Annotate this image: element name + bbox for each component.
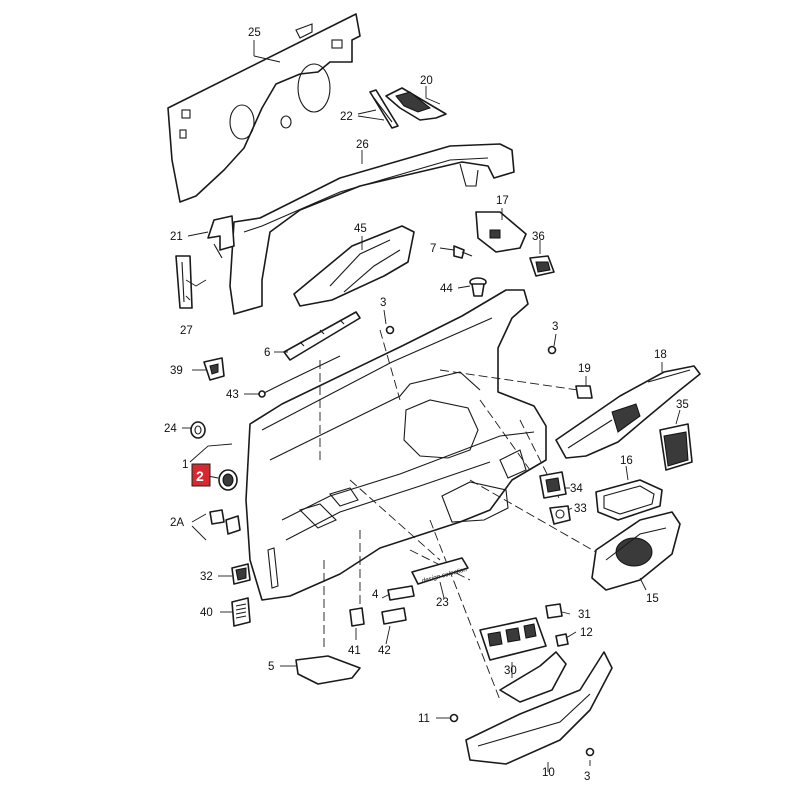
callout-2A: 2A xyxy=(170,517,184,529)
part-5-pocket-cover xyxy=(295,655,361,685)
highlight-box xyxy=(191,463,211,487)
callout-11: 11 xyxy=(418,713,430,725)
part-31-switch xyxy=(545,603,563,619)
callout-26: 26 xyxy=(356,139,369,151)
callout-5: 5 xyxy=(268,661,274,673)
part-26-window-frame-trim xyxy=(229,143,515,315)
part-15-speaker-grille xyxy=(591,511,681,591)
screw-parts xyxy=(385,325,595,757)
callout-23: 23 xyxy=(436,597,449,609)
part-19-clip xyxy=(575,385,593,399)
callout-40: 40 xyxy=(200,607,213,619)
callout-10: 10 xyxy=(542,767,555,779)
callout-17: 17 xyxy=(496,195,509,207)
part-17-mirror-base xyxy=(475,211,527,253)
part-24-grommet xyxy=(190,421,206,439)
part-21-pillar-cover xyxy=(207,215,235,259)
callout-33: 33 xyxy=(574,503,587,515)
callout-34: 34 xyxy=(570,483,583,495)
part-20-mirror-cover xyxy=(385,87,447,121)
part-7-screw xyxy=(453,245,473,259)
part-27-pillar-strip xyxy=(175,255,193,309)
callout-labels: 25 20 22 26 17 7 36 21 45 44 3 27 3 6 18… xyxy=(164,27,689,783)
leader-lines xyxy=(182,40,681,772)
callout-43: 43 xyxy=(226,389,239,401)
callout-3b: 3 xyxy=(552,321,558,333)
callout-20: 20 xyxy=(420,75,433,87)
callout-1: 1 xyxy=(182,459,188,471)
callout-25: 25 xyxy=(248,27,261,39)
callout-30: 30 xyxy=(504,665,517,677)
part-39-bracket xyxy=(203,357,225,381)
part-4-clip xyxy=(387,585,415,601)
callout-35: 35 xyxy=(676,399,689,411)
callout-3c: 3 xyxy=(584,771,590,783)
part-6-trim-strip xyxy=(283,311,361,361)
callout-45: 45 xyxy=(354,223,367,235)
part-43-wire-strip xyxy=(258,355,341,398)
highlight-callout-2: 2 xyxy=(191,463,211,487)
part-16-speaker-ring xyxy=(595,479,663,521)
callout-4: 4 xyxy=(372,589,379,601)
callout-16: 16 xyxy=(620,455,633,467)
callout-44: 44 xyxy=(440,283,453,295)
part-35-window-switch xyxy=(659,423,693,471)
part-41-clip xyxy=(349,607,365,627)
part-12-clip xyxy=(555,633,569,647)
callout-42: 42 xyxy=(378,645,391,657)
callout-41: 41 xyxy=(348,645,361,657)
callout-24: 24 xyxy=(164,423,177,435)
part-40-vent xyxy=(231,597,251,627)
part-22-seal-strip xyxy=(369,89,399,129)
callout-27: 27 xyxy=(180,325,193,337)
part-44-clip xyxy=(469,277,487,297)
callout-7: 7 xyxy=(430,243,436,255)
callout-32: 32 xyxy=(200,571,213,583)
part-23-badge: design selection xyxy=(411,557,469,585)
part-34-switch xyxy=(539,471,567,499)
callout-31: 31 xyxy=(578,609,591,621)
part-18-grab-handle-trim xyxy=(555,365,701,459)
highlight-label: 2 xyxy=(196,468,204,484)
part-33-knob xyxy=(549,505,571,525)
callout-36: 36 xyxy=(532,231,545,243)
callout-21: 21 xyxy=(170,231,183,243)
door-trim-panel xyxy=(245,289,547,601)
part-45-handle-bracket xyxy=(293,225,415,307)
part-25-door-inner-panel xyxy=(167,13,361,203)
part-10-armrest xyxy=(465,651,613,765)
callout-22: 22 xyxy=(340,111,353,123)
part-2-plug xyxy=(218,469,238,491)
callout-15: 15 xyxy=(646,593,659,605)
callout-18: 18 xyxy=(654,349,667,361)
part-2A-clips xyxy=(209,509,241,535)
part-32-switch xyxy=(231,563,251,585)
callout-12: 12 xyxy=(580,627,593,639)
callout-19: 19 xyxy=(578,363,591,375)
callout-39: 39 xyxy=(170,365,183,377)
part-30-switch-panel xyxy=(479,617,547,661)
callout-3a: 3 xyxy=(380,297,386,309)
part-42-clip xyxy=(381,607,407,625)
callout-6: 6 xyxy=(264,347,270,359)
part-36-mirror-switch xyxy=(529,255,555,277)
